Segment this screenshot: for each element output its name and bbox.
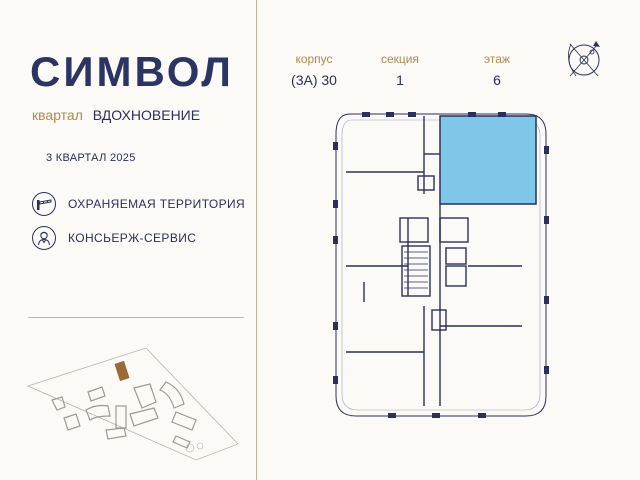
floor-info: этаж 6 — [462, 52, 532, 88]
brand-logo: СИМВОЛ — [30, 48, 234, 95]
horizontal-divider — [28, 317, 244, 318]
vertical-divider — [256, 0, 257, 480]
building-label: корпус — [295, 52, 333, 66]
section-info: секция 1 — [362, 52, 438, 88]
left-panel: СИМВОЛ квартал ВДОХНОВЕНИЕ 3 КВАРТАЛ 202… — [0, 0, 256, 480]
district-name: ВДОХНОВЕНИЕ — [92, 107, 201, 123]
district-label: квартал — [32, 107, 83, 123]
barrier-gate-icon — [32, 192, 56, 216]
feature-text: КОНСЬЕРЖ-СЕРВИС — [68, 231, 197, 245]
feature-secure-territory: ОХРАНЯЕМАЯ ТЕРРИТОРИЯ — [32, 191, 245, 217]
concierge-icon — [32, 226, 56, 250]
floor-plan — [333, 112, 549, 418]
completion-date: 3 КВАРТАЛ 2025 — [46, 152, 136, 164]
floor-value: 6 — [493, 72, 501, 88]
feature-text: ОХРАНЯЕМАЯ ТЕРРИТОРИЯ — [68, 197, 246, 211]
compass-icon — [568, 41, 600, 77]
section-value: 1 — [396, 72, 404, 88]
floor-label: этаж — [484, 52, 510, 66]
feature-concierge: КОНСЬЕРЖ-СЕРВИС — [32, 225, 196, 251]
highlighted-apartment[interactable] — [439, 115, 537, 205]
building-value: (3А) 30 — [291, 72, 337, 88]
district-line: квартал ВДОХНОВЕНИЕ — [32, 107, 200, 123]
site-plan-map — [26, 348, 239, 461]
section-label: секция — [381, 52, 419, 66]
building-info: корпус (3А) 30 — [278, 52, 350, 88]
